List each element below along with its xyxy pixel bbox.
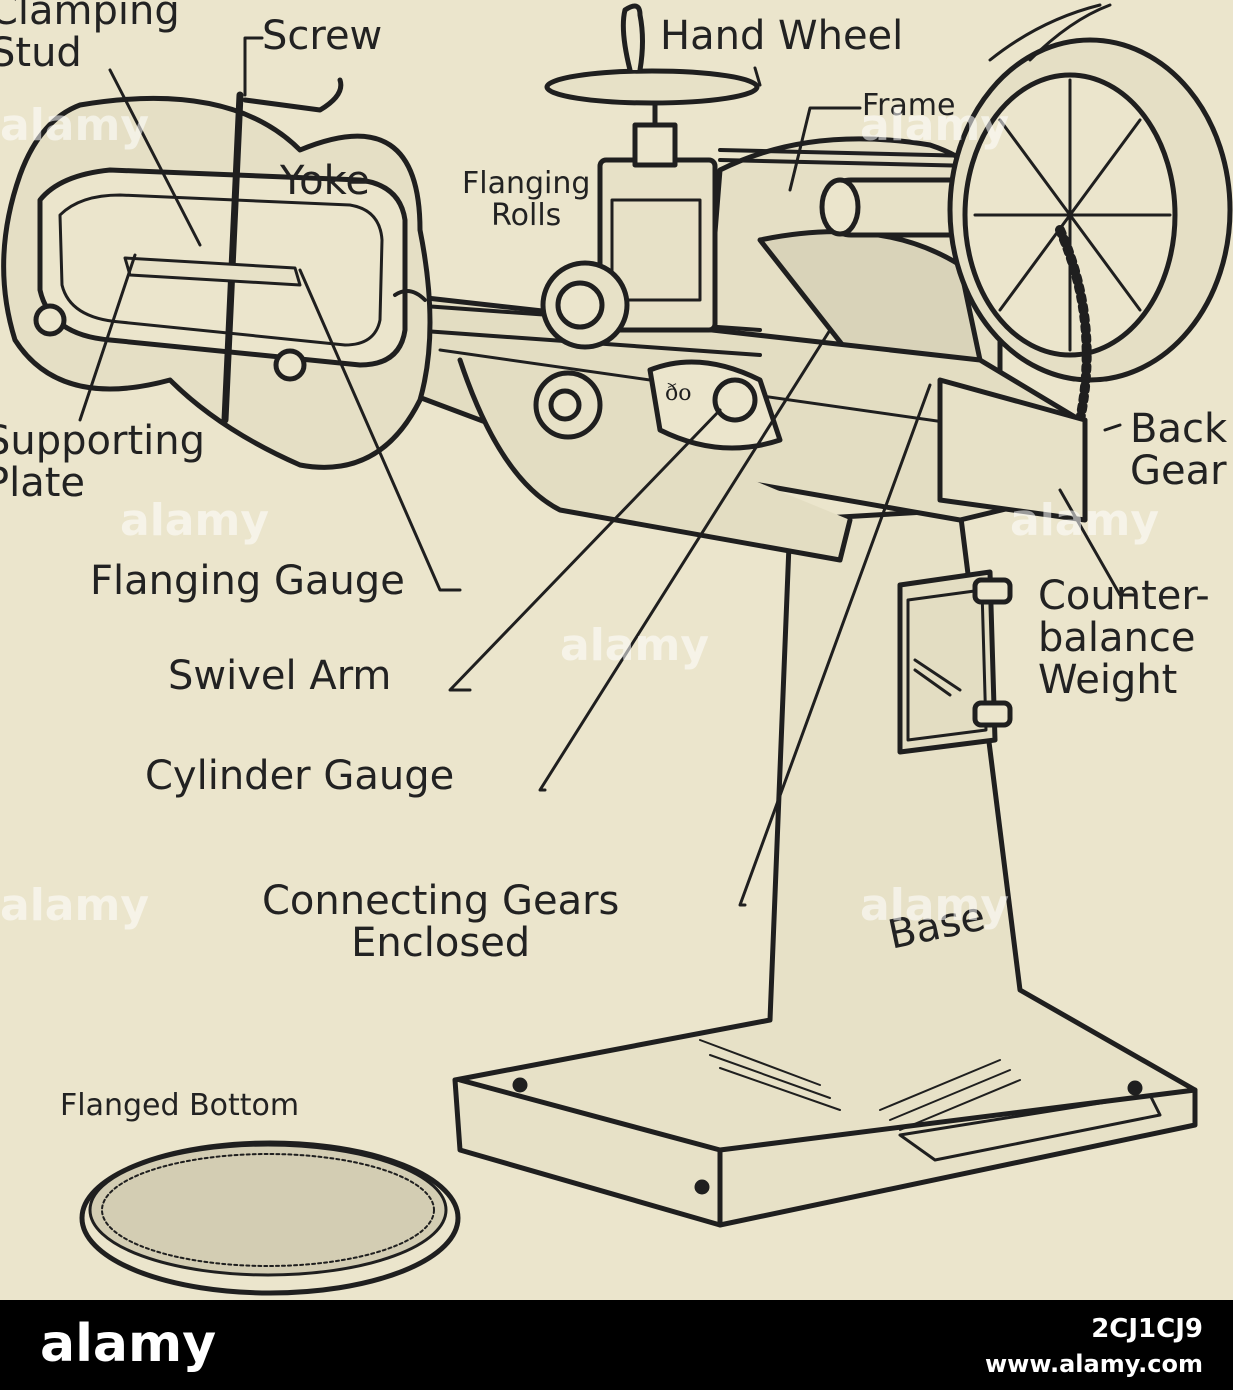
svg-text:ðo: ðo [665, 381, 692, 406]
watermark: alamy [0, 100, 149, 151]
label-hand-wheel: Hand Wheel [660, 13, 904, 59]
watermark: alamy [860, 880, 1009, 931]
footer-bar: alamy 2CJ1CJ9 www.alamy.com [0, 1300, 1233, 1390]
leader-lines [78, 36, 1137, 907]
watermark: alamy [860, 100, 1009, 151]
label-yoke: Yoke [280, 158, 370, 204]
machine-base [452, 507, 1198, 1228]
alamy-logo: alamy [40, 1314, 217, 1374]
flanging-roll-column [533, 97, 718, 440]
label-supporting-plate: Supporting Plate [0, 418, 205, 506]
counterbalance-door [897, 569, 1013, 755]
label-frame: Frame [862, 88, 956, 123]
image-id: 2CJ1CJ9 [1091, 1314, 1203, 1344]
label-swivel-arm: Swivel Arm [168, 653, 392, 699]
label-cylinder-gauge: Cylinder Gauge [145, 753, 455, 799]
diagram-canvas: ðo [0, 0, 1233, 1296]
label-screw: Screw [262, 13, 383, 59]
label-flanged-bottom: Flanged Bottom [60, 1088, 300, 1123]
label-counterbalance-weight: Counter- balance Weight [1038, 573, 1210, 703]
watermark: alamy [1010, 495, 1159, 546]
flanged-bottom-drawing [79, 1140, 461, 1296]
yoke-drawing [1, 77, 433, 470]
hand-wheel-drawing [544, 3, 760, 106]
watermark: alamy [120, 495, 269, 546]
label-clamping-stud: Clamping Stud [0, 0, 180, 76]
watermark: alamy [560, 620, 709, 671]
label-connecting-gears: Connecting Gears Enclosed [262, 878, 620, 966]
watermark: alamy [0, 880, 149, 931]
label-flanging-rolls: Flanging Rolls [462, 166, 591, 233]
machine-drawing: ðo [1, 3, 1233, 1296]
label-flanging-gauge: Flanging Gauge [90, 558, 405, 604]
label-back-gear: Back Gear [1130, 406, 1228, 494]
drive-pulley [947, 3, 1233, 425]
site-url: www.alamy.com [984, 1350, 1203, 1378]
